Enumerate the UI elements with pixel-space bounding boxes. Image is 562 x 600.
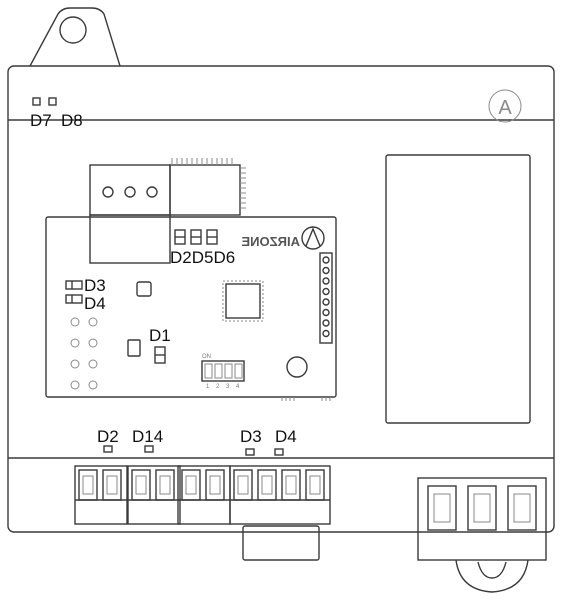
pcb-logo-circle [301, 226, 325, 250]
brand-text: AIRZONE [241, 234, 300, 249]
relay-block [385, 154, 531, 424]
buzzer [286, 356, 308, 378]
led-d3-label: D3 [240, 427, 262, 446]
terminal-screw [185, 475, 197, 495]
header-pin [322, 319, 330, 327]
dip-switch-number: 1 [206, 384, 210, 390]
top-terminal-block [89, 164, 171, 264]
dip-switch-slot [204, 363, 213, 379]
led-d2-label: D2 [97, 427, 119, 446]
terminal-slot [78, 469, 98, 501]
dip-switch-slot [214, 363, 223, 379]
bottom-mounting-tab [455, 559, 529, 593]
led-d7-label: D7 [30, 111, 52, 130]
bottom-led-row: D2 D14 D3 D4 [97, 427, 297, 456]
led-d1: D1 [149, 326, 171, 364]
terminal-screw [159, 475, 171, 495]
led-group-d7-d8: D7 D8 [30, 97, 83, 130]
led-group-d3-d4-board: D3 D4 [65, 276, 106, 313]
led-d2d5d6-label: D2D5D6 [170, 248, 235, 267]
pcb-pad [88, 317, 98, 327]
terminal-screw [237, 475, 249, 495]
power-terminal-screw [513, 493, 531, 523]
pcb-pad [88, 338, 98, 348]
header-pin [322, 266, 330, 275]
dip-switch-number: 3 [226, 384, 230, 390]
terminal-slot [131, 469, 151, 501]
dip-switch-number: 2 [216, 384, 220, 390]
power-terminal-slot [507, 485, 537, 531]
led-d3-board-label: D3 [84, 276, 106, 295]
terminal-screw [285, 475, 297, 495]
comms-module [169, 158, 246, 216]
led-group-d2-d5-d6: D2D5D6 [170, 229, 235, 267]
terminal-slot [102, 469, 122, 501]
terminal-housing [177, 465, 231, 525]
logo-letter: A [498, 97, 512, 119]
led-d14-label: D14 [132, 427, 163, 446]
pcb-pad [70, 338, 80, 348]
led-d1-label: D1 [149, 326, 171, 345]
header-pin [322, 256, 330, 264]
power-terminal-block[interactable] [417, 477, 547, 561]
terminal-slot [205, 469, 225, 501]
pcb-component [127, 339, 141, 357]
chip-pins [222, 280, 264, 322]
header-pin [322, 308, 330, 317]
dip-switch-caption: ON [202, 354, 211, 360]
microcontroller-chip [225, 283, 261, 319]
power-terminal-screw [433, 493, 451, 523]
header-pin [322, 287, 330, 296]
pcb-pad [88, 359, 98, 369]
terminal-housing [74, 465, 128, 525]
dip-switch-number: 4 [236, 384, 240, 390]
dip-switch-slot [224, 363, 233, 379]
pcb-pad [88, 380, 98, 390]
header-pin [322, 298, 330, 306]
terminal-slot [233, 469, 253, 501]
terminal-screw [106, 475, 118, 495]
terminal-slot [281, 469, 301, 501]
terminal-screw [309, 475, 321, 495]
led-d4-label: D4 [275, 427, 297, 446]
terminal-screw [135, 475, 147, 495]
pcb-component [136, 281, 152, 297]
pcb-pad [70, 380, 80, 390]
header-pin [322, 277, 330, 285]
power-terminal-slot [467, 485, 497, 531]
enclosure-outline [7, 65, 555, 533]
power-terminal-slot [427, 485, 457, 531]
terminal-screw [261, 475, 273, 495]
top-mounting-tab [29, 7, 121, 67]
terminal-housing [127, 465, 181, 525]
bottom-terminals[interactable] [74, 465, 331, 525]
pcb-pad [70, 359, 80, 369]
led-d8-label: D8 [61, 111, 83, 130]
terminal-housing [229, 465, 331, 525]
terminal-slot [181, 469, 201, 501]
airzone-logo: A [488, 89, 522, 123]
pcb-logo-mark [305, 227, 321, 247]
din-clip [242, 525, 320, 561]
pcb-pad [70, 317, 80, 327]
terminal-slot [305, 469, 325, 501]
dip-switch-slot [234, 363, 243, 379]
power-terminal-screw [473, 493, 491, 523]
terminal-slot [257, 469, 277, 501]
terminal-screw [82, 475, 94, 495]
terminal-screw [209, 475, 221, 495]
terminal-slot [155, 469, 175, 501]
led-d4-board-label: D4 [84, 294, 106, 313]
header-pin [322, 329, 330, 338]
